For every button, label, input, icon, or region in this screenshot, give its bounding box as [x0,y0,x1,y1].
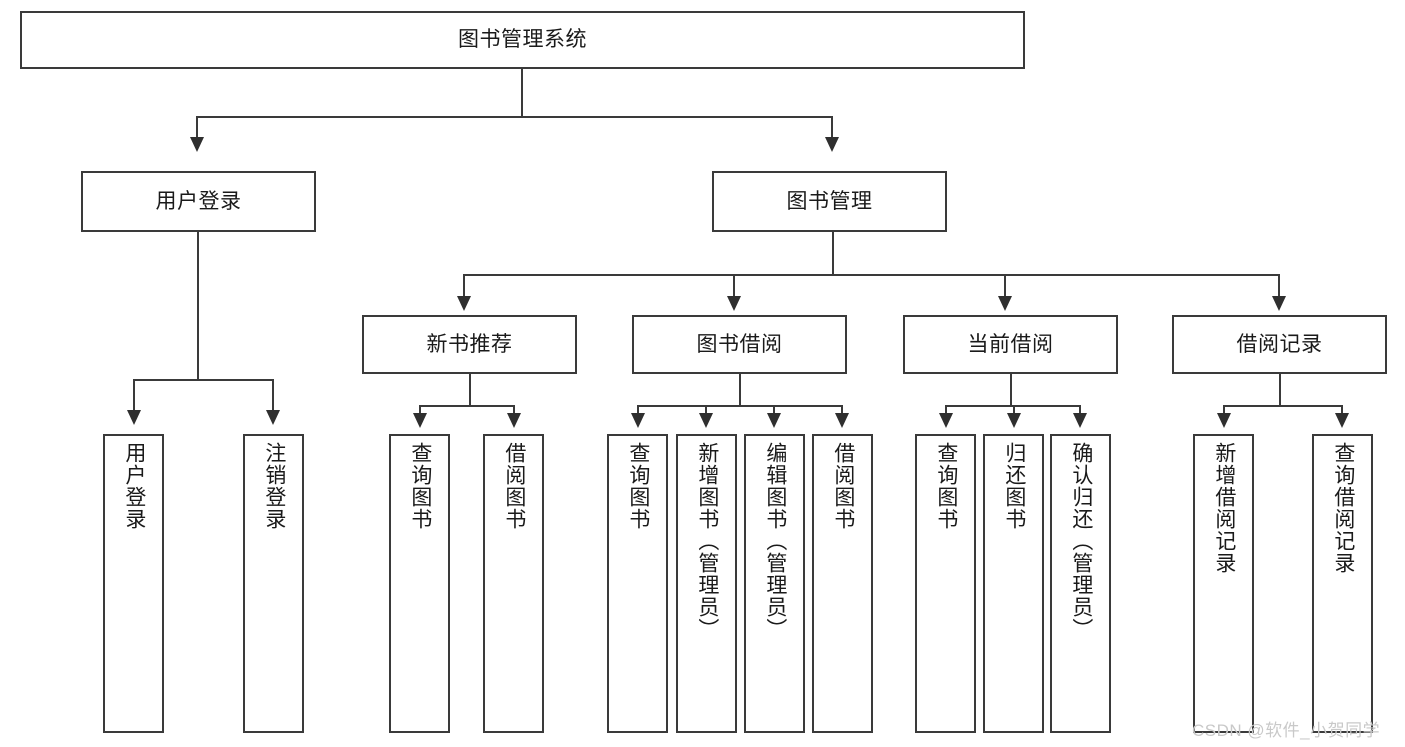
node-book-borrow[interactable]: 图书借阅 [632,315,847,374]
arrowhead-to-leaf-query-book-bb [631,413,645,428]
node-current-borrow[interactable]: 当前借阅 [903,315,1118,374]
node-user-login[interactable]: 用户登录 [81,171,316,232]
leaf-edit-book-admin[interactable]: 编辑图书（管理员） [744,434,805,733]
connector-user-login-drop-1 [133,379,135,411]
connector-book-borrow-drop-1 [637,405,639,414]
connector-level3-drop-borrow-record [1278,274,1280,297]
node-label: 用户登录 [155,189,242,213]
arrowhead-to-leaf-query-record [1335,413,1349,428]
connector-current-borrow-drop-1 [945,405,947,414]
arrowhead-to-leaf-user-login [127,410,141,425]
node-label: 借阅图书 [831,442,855,530]
arrowhead-to-leaf-query-book-nb [413,413,427,428]
connector-book-borrow-drop-2 [705,405,707,414]
connector-root-stem [521,69,523,116]
leaf-query-book-borrow[interactable]: 查询图书 [607,434,668,733]
connector-user-login-bus [133,379,273,381]
node-label: 新书推荐 [426,332,513,356]
leaf-confirm-return-admin[interactable]: 确认归还（管理员） [1050,434,1111,733]
node-label: 图书管理 [786,189,873,213]
connector-current-borrow-stem [1010,374,1012,406]
leaf-query-book-new-book[interactable]: 查询图书 [389,434,450,733]
node-label: 归还图书 [1002,442,1026,530]
connector-level2-drop-user-login [196,116,198,138]
arrowhead-to-leaf-logout [266,410,280,425]
connector-level2-drop-book-manage [831,116,833,138]
node-label: 用户登录 [122,442,146,530]
connector-user-login-drop-2 [272,379,274,411]
node-label: 编辑图书（管理员） [763,442,787,640]
arrowhead-to-leaf-confirm-return [1073,413,1087,428]
node-borrow-record[interactable]: 借阅记录 [1172,315,1387,374]
node-root-library-management-system[interactable]: 图书管理系统 [20,11,1025,69]
connector-borrow-record-stem [1279,374,1281,406]
node-label: 新增图书（管理员） [695,442,719,640]
arrowhead-to-borrow-record [1272,296,1286,311]
arrowhead-to-leaf-add-record [1217,413,1231,428]
arrowhead-to-leaf-query-book-cb [939,413,953,428]
connector-level3-bus [463,274,1280,276]
arrowhead-to-leaf-borrow-book-bb [835,413,849,428]
arrowhead-to-leaf-edit-book [767,413,781,428]
node-label: 图书管理系统 [458,28,587,52]
node-label: 查询图书 [408,442,432,530]
leaf-add-book-admin[interactable]: 新增图书（管理员） [676,434,737,733]
arrowhead-to-user-login [190,137,204,152]
node-label: 借阅图书 [502,442,526,530]
arrowhead-to-leaf-return-book [1007,413,1021,428]
connector-user-login-stem [197,232,199,380]
arrowhead-to-leaf-add-book [699,413,713,428]
leaf-user-login[interactable]: 用户登录 [103,434,164,733]
node-new-book-recommend[interactable]: 新书推荐 [362,315,577,374]
node-label: 图书借阅 [696,332,783,356]
connector-book-borrow-stem [739,374,741,406]
connector-level3-drop-book-borrow [733,274,735,297]
connector-new-book-stem [469,374,471,406]
node-label: 查询图书 [934,442,958,530]
connector-book-borrow-bus [637,405,843,407]
arrowhead-to-current-borrow [998,296,1012,311]
connector-new-book-drop-1 [419,405,421,414]
connector-borrow-record-bus [1223,405,1343,407]
csdn-watermark: CSDN @软件_小贺同学 [1192,721,1381,740]
node-label: 借阅记录 [1236,332,1323,356]
leaf-logout[interactable]: 注销登录 [243,434,304,733]
node-label: 查询借阅记录 [1331,442,1355,574]
connector-level3-drop-new-book [463,274,465,297]
connector-current-borrow-drop-3 [1079,405,1081,414]
leaf-borrow-book-new-book[interactable]: 借阅图书 [483,434,544,733]
node-label: 注销登录 [262,442,286,530]
node-label: 确认归还（管理员） [1069,442,1093,640]
leaf-borrow-book[interactable]: 借阅图书 [812,434,873,733]
arrowhead-to-leaf-borrow-book-nb [507,413,521,428]
connector-book-borrow-drop-3 [773,405,775,414]
arrowhead-to-new-book [457,296,471,311]
node-label: 查询图书 [626,442,650,530]
connector-level3-drop-current-borrow [1004,274,1006,297]
leaf-query-book-current[interactable]: 查询图书 [915,434,976,733]
connector-new-book-drop-2 [513,405,515,414]
node-label: 新增借阅记录 [1212,442,1236,574]
leaf-return-book[interactable]: 归还图书 [983,434,1044,733]
connector-book-borrow-drop-4 [841,405,843,414]
node-label: 当前借阅 [967,332,1054,356]
connector-level2-bus [196,116,833,118]
connector-borrow-record-drop-1 [1223,405,1225,414]
connector-borrow-record-drop-2 [1341,405,1343,414]
arrowhead-to-book-manage [825,137,839,152]
node-book-management[interactable]: 图书管理 [712,171,947,232]
leaf-add-borrow-record[interactable]: 新增借阅记录 [1193,434,1254,733]
arrowhead-to-book-borrow [727,296,741,311]
connector-book-management-stem [832,232,834,275]
leaf-query-borrow-record[interactable]: 查询借阅记录 [1312,434,1373,733]
connector-new-book-bus [419,405,514,407]
connector-current-borrow-drop-2 [1013,405,1015,414]
